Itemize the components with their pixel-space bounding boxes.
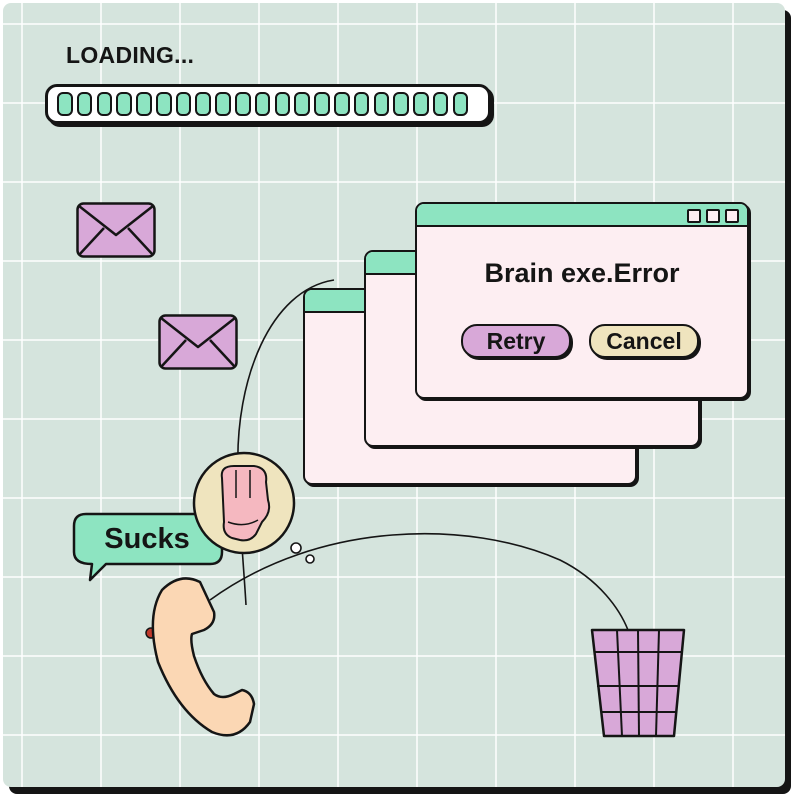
- trash-bin-icon[interactable]: [590, 628, 686, 738]
- progress-segment: [314, 92, 330, 116]
- progress-segment: [254, 92, 271, 116]
- progress-segment: [413, 92, 429, 116]
- boxing-glove-icon[interactable]: [192, 451, 296, 555]
- retry-button[interactable]: Retry: [461, 324, 571, 358]
- maximize-icon[interactable]: [706, 209, 720, 223]
- progress-segment: [452, 92, 469, 116]
- minimize-icon[interactable]: [687, 209, 701, 223]
- loading-label: LOADING...: [66, 42, 195, 68]
- progress-segment: [96, 92, 113, 116]
- progress-segment: [175, 92, 192, 116]
- progress-segment: [393, 92, 409, 116]
- string-line: [237, 279, 335, 606]
- progress-segment: [274, 92, 291, 116]
- speech-bubble-text: Sucks: [104, 523, 190, 555]
- arc-line: [209, 532, 629, 631]
- envelope-icon[interactable]: [76, 202, 156, 258]
- progress-segment: [136, 92, 152, 116]
- progress-segment: [195, 92, 212, 116]
- progress-segments: [57, 92, 469, 116]
- dialog-titlebar: [417, 204, 747, 227]
- progress-segment: [294, 92, 310, 116]
- progress-segment: [155, 92, 172, 116]
- cancel-button[interactable]: Cancel: [589, 324, 699, 358]
- dialog-title: Brain exe.Error: [484, 258, 680, 288]
- progress-segment: [353, 92, 370, 116]
- progress-segment: [76, 92, 93, 116]
- window-controls: [687, 209, 739, 223]
- close-icon[interactable]: [725, 209, 739, 223]
- error-dialog: Brain exe.Error Retry Cancel: [415, 202, 749, 399]
- progress-segment: [235, 92, 251, 116]
- progress-segment: [333, 92, 350, 116]
- thought-bubble-icon: [290, 542, 315, 564]
- envelope-icon[interactable]: [158, 314, 238, 370]
- telephone-receiver-icon[interactable]: [145, 577, 256, 737]
- loading-progress-bar: [45, 84, 491, 124]
- progress-segment: [57, 92, 73, 116]
- progress-segment: [215, 92, 231, 116]
- progress-segment: [373, 92, 390, 116]
- progress-segment: [116, 92, 132, 116]
- progress-segment: [432, 92, 449, 116]
